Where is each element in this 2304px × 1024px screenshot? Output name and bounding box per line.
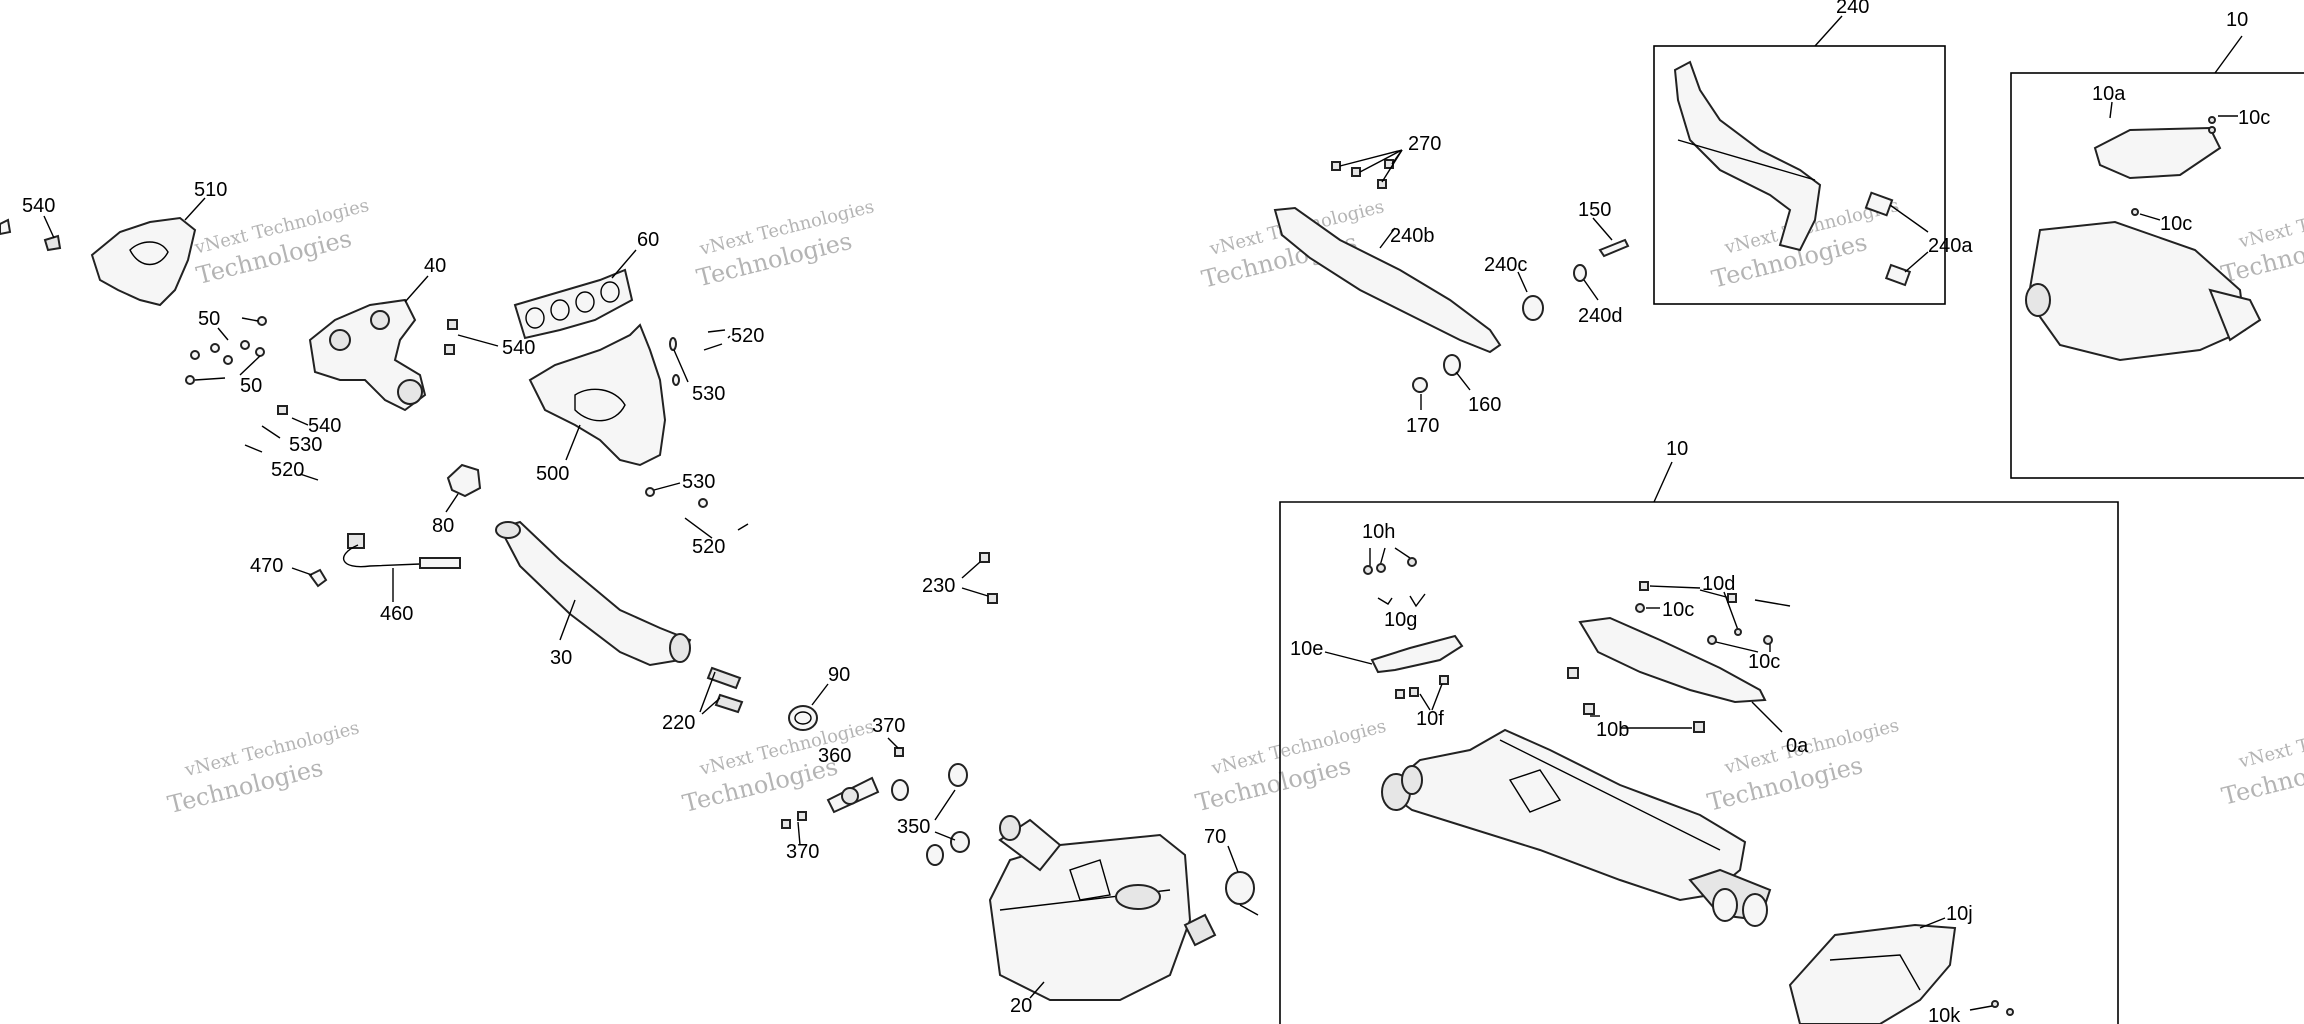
label-10j: 10j: [1946, 903, 1973, 925]
label-10c: 10c: [2238, 107, 2270, 129]
part-270-bolts: 270: [1331, 133, 1441, 189]
watermark: vNext Technologies Technologies: [192, 195, 372, 290]
label-520: 520: [692, 536, 725, 558]
label-10a: 10a: [2092, 83, 2126, 105]
label-360: 360: [818, 745, 851, 767]
part-240b-bracket: 240b: [1273, 206, 1502, 354]
label-370: 370: [872, 715, 905, 737]
label-10a-partial: 0a: [1786, 735, 1809, 757]
label-170: 170: [1406, 415, 1439, 437]
detail-box-240: 240 240a: [1653, 0, 1973, 305]
label-520: 520: [731, 325, 764, 347]
part-460-o2-sensor: 460: [342, 533, 461, 625]
label-10b: 10b: [1596, 719, 1629, 741]
part-360-flange: 360: [818, 745, 880, 814]
label-220: 220: [662, 712, 695, 734]
watermark: vNext Technologies Technologies: [165, 717, 362, 819]
label-60: 60: [637, 229, 659, 251]
part-530-washer-lower: 530: [645, 471, 715, 508]
label-10h: 10h: [1362, 521, 1395, 543]
part-520-bolts-lower: 520: [684, 517, 749, 558]
label-270: 270: [1408, 133, 1441, 155]
label-10c: 10c: [1662, 599, 1694, 621]
part-80-sensor-clip: 80: [432, 463, 482, 537]
label-10c: 10c: [2160, 213, 2192, 235]
watermark: vNext Technologies Technologies: [694, 196, 876, 292]
label-230: 230: [922, 575, 955, 597]
label-510: 510: [194, 179, 227, 201]
label-530: 530: [289, 434, 322, 456]
label-540: 540: [502, 337, 535, 359]
label-10c: 10c: [1748, 651, 1780, 673]
watermark: vNext Technologies Technologies: [2218, 189, 2304, 289]
label-530: 530: [692, 383, 725, 405]
label-50: 50: [240, 375, 262, 397]
label-370: 370: [786, 841, 819, 863]
label-10: 10: [2226, 9, 2248, 31]
label-10k: 10k: [1928, 1005, 1961, 1024]
part-160-washer: 160: [1443, 354, 1501, 416]
part-90-gasket-ring: 90: [788, 664, 850, 731]
part-60-gasket: 60: [513, 229, 659, 340]
label-160: 160: [1468, 394, 1501, 416]
label-20: 20: [1010, 995, 1032, 1017]
label-530: 530: [682, 471, 715, 493]
label-470: 470: [250, 555, 283, 577]
label-520: 520: [271, 459, 304, 481]
part-540-nuts: 540: [444, 319, 535, 359]
part-510-heat-shield: 510: [90, 179, 227, 307]
label-10g: 10g: [1384, 609, 1417, 631]
label-240d: 240d: [1578, 305, 1623, 327]
label-10: 10: [1666, 438, 1688, 460]
label-50: 50: [198, 308, 220, 330]
part-520-bolts-upper: 520: [703, 325, 764, 351]
part-220-springs: 220: [662, 666, 744, 734]
label-350: 350: [897, 816, 930, 838]
part-500-heat-shield: 500: [528, 323, 667, 485]
detail-box-10-bottom: 10 10h 10g 10e 10f 10d: [1279, 438, 2119, 1024]
part-30-exhaust-pipe: 30: [495, 520, 692, 669]
part-350-grommets: 350: [891, 763, 970, 866]
label-240: 240: [1836, 0, 1869, 18]
label-40: 40: [424, 255, 446, 277]
label-10d: 10d: [1702, 573, 1735, 595]
part-240c-bushing: 240c: [1484, 254, 1544, 321]
watermarks: vNext Technologies Technologies vNext Te…: [165, 189, 2304, 819]
label-240a: 240a: [1928, 235, 1973, 257]
part-530-washer-upper: 530: [669, 337, 725, 405]
part-20-muffler: 20: [988, 815, 1217, 1017]
label-540: 540: [308, 415, 341, 437]
part-230-bolts: 230: [922, 552, 998, 604]
label-30: 30: [550, 647, 572, 669]
part-150-bolt: 150: [1578, 199, 1630, 258]
label-460: 460: [380, 603, 413, 625]
label-90: 90: [828, 664, 850, 686]
part-540-530-520-lower-left: 540 530 520: [244, 405, 341, 481]
watermark: vNext Technologies Technologies: [1193, 716, 1389, 817]
detail-box-10-top: 10 10a 10c 10c: [2010, 9, 2304, 479]
label-80: 80: [432, 515, 454, 537]
watermark: vNext Technologies Technologies: [2219, 709, 2304, 811]
part-240d-spacer: 240d: [1573, 264, 1623, 327]
label-240c: 240c: [1484, 254, 1527, 276]
part-170-nut: 170: [1406, 377, 1439, 437]
watermark: vNext Technologies Technologies: [1705, 715, 1902, 817]
label-70: 70: [1204, 826, 1226, 848]
label-240b: 240b: [1390, 225, 1435, 247]
label-10f: 10f: [1416, 708, 1444, 730]
svg-text:vNext Technologies: vNext Technologies: [2236, 709, 2304, 773]
part-50-studs: 50 50: [185, 308, 267, 397]
part-470-connector: 470: [250, 555, 328, 588]
part-540-left: 540: [0, 195, 62, 252]
part-370-bolts: 370 370: [781, 715, 905, 863]
label-10e: 10e: [1290, 638, 1323, 660]
label-150: 150: [1578, 199, 1611, 221]
part-40-exhaust-manifold: 40: [308, 255, 446, 412]
label-540: 540: [22, 195, 55, 217]
part-70-clamp: 70: [1204, 826, 1259, 916]
label-500: 500: [536, 463, 569, 485]
